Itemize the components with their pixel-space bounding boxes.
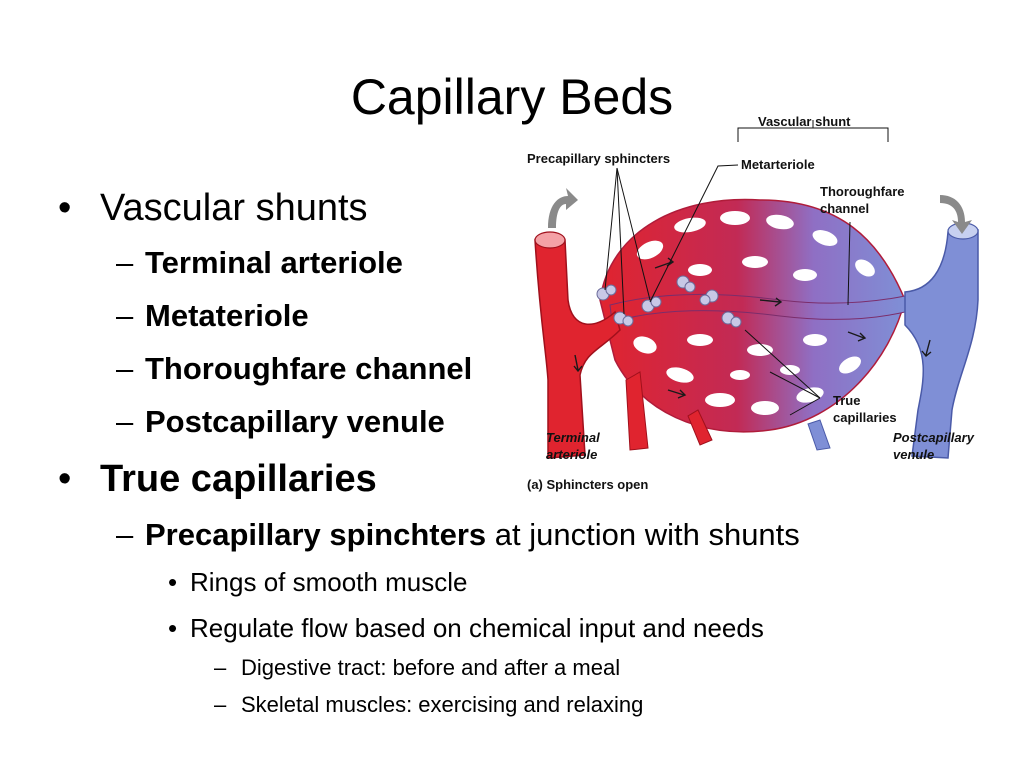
bullet-true-capillaries: • True capillaries: [58, 457, 377, 501]
subbullet-metateriole: –Metateriole: [116, 297, 309, 335]
subbullet-text: Terminal arteriole: [145, 245, 403, 280]
subsubbullet-rings: • Rings of smooth muscle: [168, 566, 467, 598]
label-postcapillary-line2: venule: [893, 447, 934, 462]
dash-marker: –: [214, 655, 227, 680]
terminal-arteriole-vessel: [534, 239, 621, 459]
level4-skeletal: –Skeletal muscles: exercising and relaxi…: [214, 691, 643, 719]
label-true-line1: True: [833, 393, 860, 408]
label-postcapillary-line1: Postcapillary: [893, 430, 975, 445]
level4-digestive: –Digestive tract: before and after a mea…: [214, 654, 620, 682]
subbullet-bold-text: Precapillary spinchters: [145, 517, 487, 552]
subsubbullet-regulate: • Regulate flow based on chemical input a…: [168, 612, 764, 644]
dash-marker: –: [116, 517, 134, 552]
diagram-caption: (a) Sphincters open: [527, 477, 648, 492]
subbullet-text: Postcapillary venule: [145, 404, 445, 439]
bullet-marker: •: [58, 187, 72, 229]
subbullet-text: at junction with shunts: [486, 517, 800, 552]
label-vascular-shunt: Vascular shunt: [758, 114, 851, 129]
dash-marker: –: [116, 245, 134, 280]
capillary-bed-diagram: Vascular shunt Precapillary sphincters M…: [527, 114, 979, 492]
bullet-marker: •: [58, 458, 72, 500]
inflow-arrow-icon: [548, 188, 578, 228]
dash-marker: –: [214, 692, 227, 717]
label-precapillary-sphincters: Precapillary sphincters: [527, 151, 670, 166]
label-terminal-line1: Terminal: [546, 430, 600, 445]
postcapillary-venule-vessel: [904, 229, 979, 459]
dash-marker: –: [116, 404, 134, 439]
bullet-vascular-shunts: • Vascular shunts: [58, 186, 368, 230]
subbullet-postcapillary-venule: –Postcapillary venule: [116, 403, 445, 441]
bullet-text: True capillaries: [100, 458, 377, 500]
subsubbullet-text: Rings of smooth muscle: [190, 567, 468, 597]
leader-lines: [604, 120, 889, 416]
level4-text: Digestive tract: before and after a meal: [241, 655, 621, 680]
label-metarteriole: Metarteriole: [741, 157, 815, 172]
dash-marker: –: [116, 298, 134, 333]
label-true-line2: capillaries: [833, 410, 897, 425]
precapillary-sphincters: [596, 275, 742, 328]
outflow-arrow-icon: [940, 195, 972, 234]
bullet-marker: •: [168, 567, 178, 597]
subsubbullet-text: Regulate flow based on chemical input an…: [190, 613, 764, 643]
capillary-mesh: [633, 211, 875, 415]
bullet-marker: •: [168, 613, 178, 643]
subbullet-terminal-arteriole: –Terminal arteriole: [116, 244, 403, 282]
bullet-text: Vascular shunts: [100, 187, 368, 229]
subbullet-text: Metateriole: [145, 298, 309, 333]
subbullet-text: Thoroughfare channel: [145, 351, 473, 386]
label-thoroughfare-line2: channel: [820, 201, 869, 216]
label-thoroughfare-line1: Thoroughfare: [820, 184, 905, 199]
slide-title: Capillary Beds: [350, 69, 674, 125]
level4-text: Skeletal muscles: exercising and relaxin…: [241, 692, 644, 717]
subbullet-precapillary-sphincters: –Precapillary spinchters at junction wit…: [116, 516, 800, 554]
subbullet-thoroughfare-channel: –Thoroughfare channel: [116, 350, 472, 388]
dash-marker: –: [116, 351, 134, 386]
label-terminal-line2: arteriole: [546, 447, 597, 462]
